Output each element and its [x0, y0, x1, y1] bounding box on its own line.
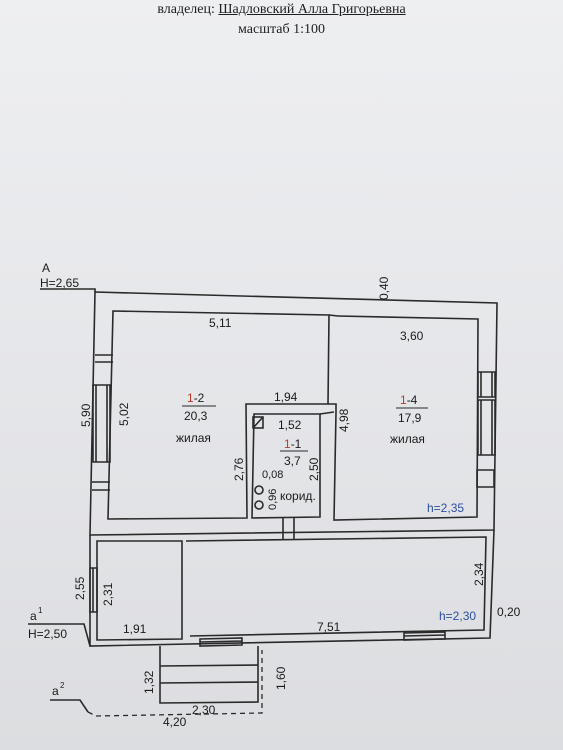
window-right-mid [477, 399, 496, 456]
dim-1-91: 1,91 [123, 622, 147, 636]
mark-a1-sup: 1 [38, 606, 43, 615]
appliance-circle [254, 485, 264, 495]
room-1-1-number-red: 1 [284, 437, 291, 451]
dim-1-94: 1,94 [274, 390, 298, 404]
room-1-2-number-red: 1 [187, 391, 194, 405]
dim-0-96: 0,96 [267, 489, 279, 510]
scale-label: масштаб 1:100 [238, 22, 325, 37]
height-extension: h=2,30 [439, 609, 476, 623]
owner-name: Шадловский Алла Григорьевна [218, 2, 406, 17]
owner-label: владелец: [157, 2, 215, 17]
owner-line: владелец: Шадловский Алла Григорьевна [0, 2, 563, 18]
appliance-circle [254, 500, 264, 510]
mark-a1-height: Н=2,50 [28, 627, 67, 641]
window-left-bottom [92, 481, 110, 491]
mark-a2-label: а [52, 684, 59, 698]
mark-a-leader [40, 288, 96, 292]
dim-5-90: 5,90 [79, 403, 93, 427]
dim-2-55: 2,55 [73, 576, 87, 600]
extension-interior [96, 536, 487, 641]
window-right-bottom [476, 469, 495, 488]
dim-4-98: 4,98 [337, 408, 351, 432]
mark-a1-leader [28, 623, 91, 647]
room-1-2-number: 1-2 [187, 391, 205, 405]
room-1-4-number-red: 1 [400, 393, 407, 407]
room-1-1-number-rest: -1 [291, 437, 302, 451]
room-1-2-outline [107, 310, 330, 520]
dim-2-76: 2,76 [232, 457, 246, 481]
mark-a-label: А [42, 261, 50, 275]
stove-symbol [252, 416, 264, 429]
dim-2-34: 2,34 [472, 562, 486, 586]
window-left-top [95, 354, 113, 363]
dim-2-30: 2,30 [192, 703, 216, 717]
room-1-4-type: жилая [390, 432, 425, 446]
dim-4-20: 4,20 [163, 715, 187, 729]
room-1-2-type: жилая [176, 431, 211, 445]
dim-1-32: 1,32 [142, 670, 156, 694]
dim-7-51: 7,51 [317, 620, 341, 634]
dim-0-20: 0,20 [497, 605, 521, 619]
window-ext-left [89, 567, 98, 613]
dim-5-11: 5,11 [209, 316, 232, 330]
room-1-1-number: 1-1 [284, 437, 302, 451]
dim-2-50: 2,50 [307, 457, 321, 481]
dim-1-52: 1,52 [278, 418, 302, 432]
room-1-4-area: 17,9 [398, 411, 422, 425]
room-1-4-number: 1-4 [400, 393, 418, 407]
dim-5-02: 5,02 [117, 402, 131, 426]
dim-0-08: 0,08 [262, 469, 283, 481]
dim-1-60: 1,60 [274, 666, 288, 690]
room-1-1-outline [251, 413, 321, 519]
mark-a1-label: а [30, 609, 37, 623]
window-right-top [477, 371, 496, 398]
dim-3-60: 3,60 [400, 329, 424, 343]
mark-a2-sup: 2 [60, 681, 65, 690]
window-ext-bottom-2 [403, 631, 446, 641]
room-1-1-type: корид. [280, 489, 316, 503]
mark-a-height: Н=2,65 [40, 276, 79, 290]
room-1-2-number-rest: -2 [194, 391, 205, 405]
mark-a2-leader [50, 699, 89, 713]
partition-wall [319, 314, 339, 415]
extension-outline [89, 529, 495, 647]
dashed-boundary [87, 650, 263, 717]
dim-0-40: 0,40 [377, 276, 391, 300]
height-main: h=2,35 [427, 501, 464, 515]
room-1-1-area: 3,7 [284, 454, 301, 468]
room-1-2-area: 20,3 [184, 409, 208, 423]
window-left-mid [92, 384, 111, 463]
dim-2-31: 2,31 [101, 582, 115, 606]
room-1-4-number-rest: -4 [407, 393, 418, 407]
room-1-4-outline [333, 315, 479, 521]
window-ext-bottom-1 [199, 637, 243, 647]
corridor-door [282, 518, 295, 540]
porch-outline [159, 646, 259, 704]
